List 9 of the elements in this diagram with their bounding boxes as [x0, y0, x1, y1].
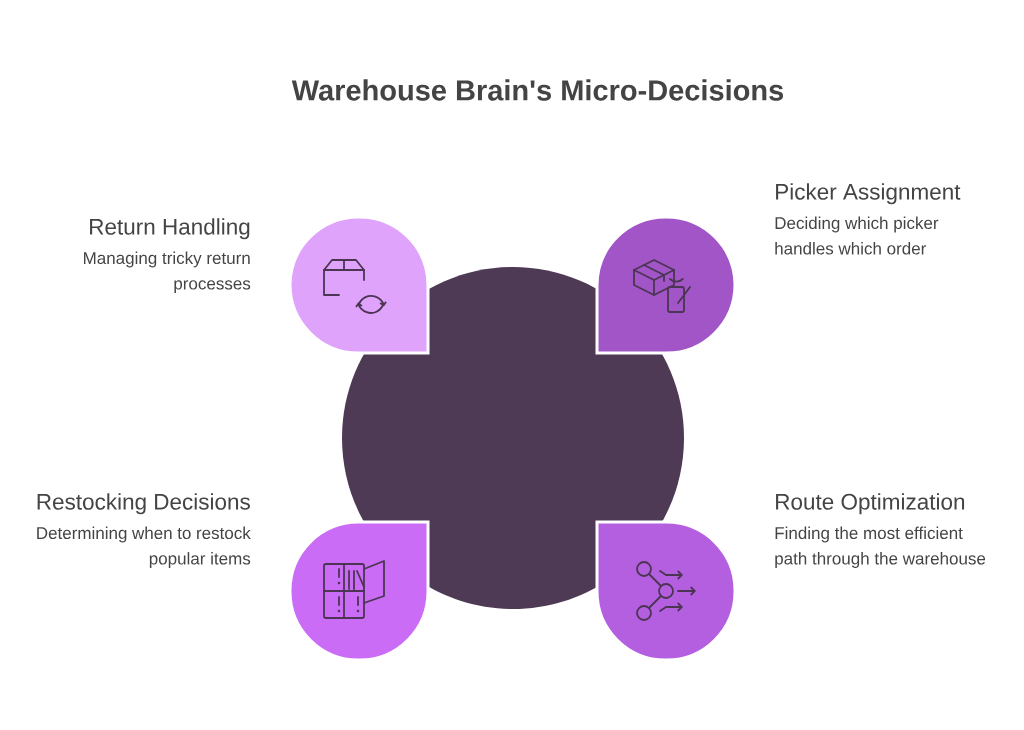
description: Deciding which picker handles which order — [775, 216, 939, 255]
description: Determining when to restock popular items — [37, 526, 251, 568]
heading: Picker Assignment — [776, 183, 961, 205]
heading: Route Optimization — [776, 493, 965, 515]
heading: Restocking Decisions — [37, 493, 250, 515]
description: Managing tricky return processes — [84, 251, 251, 293]
heading: Return Handling — [90, 218, 250, 240]
description: Finding the most efficient path through the warehouse — [775, 526, 986, 568]
title: Warehouse Brain's Micro-Decisions — [291, 79, 784, 101]
